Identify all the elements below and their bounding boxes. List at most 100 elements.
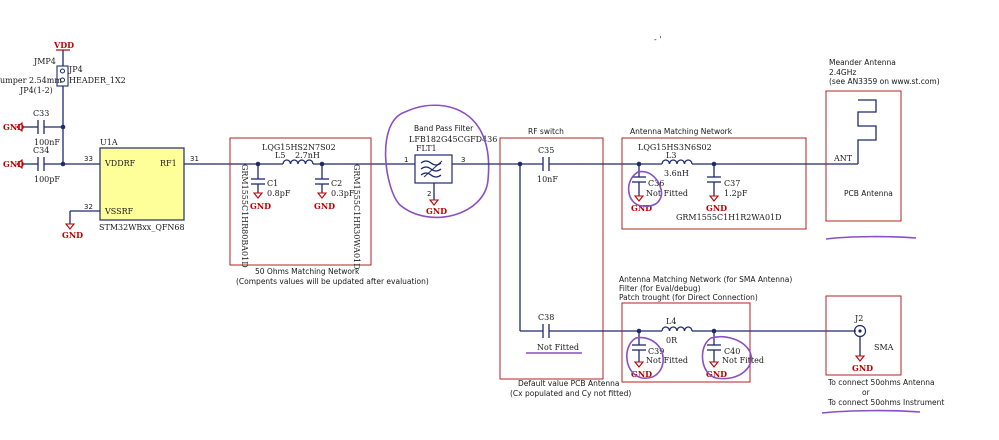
- c39-value: Not Fitted: [646, 356, 688, 365]
- sma-ref: J2: [854, 314, 863, 323]
- jumper-header: HEADER_1X2: [69, 76, 126, 85]
- match50-note: (Compents values will be updated after e…: [236, 277, 429, 286]
- inductor-l4: L4 0R: [661, 317, 693, 345]
- bpf-ref: FLT1: [416, 144, 437, 153]
- l3-value: 3.6nH: [664, 169, 689, 178]
- vdd-label: VDD: [53, 40, 74, 50]
- c36-ref: C36: [648, 179, 664, 188]
- c40-value: Not Fitted: [722, 356, 764, 365]
- gnd-symbol: GND: [706, 195, 727, 213]
- sma-note3: To connect 50ohms Instrument: [827, 398, 944, 407]
- antenna-title: Meander Antenna: [829, 58, 896, 67]
- pin-32: 32: [84, 203, 93, 211]
- pin-31: 31: [190, 155, 199, 163]
- c33-ref: C33: [33, 109, 49, 118]
- c38-ref: C38: [538, 313, 554, 322]
- ic-pin-vssrf: VSSRF: [104, 207, 134, 216]
- meander-antenna-icon: [857, 99, 877, 164]
- capacitor-c2: C2 0.3pF GRM1555C1HR30WA01D: [315, 164, 361, 270]
- sma-box: [825, 295, 902, 376]
- sma-note2: or: [862, 388, 871, 397]
- vdd-symbol: VDD: [53, 40, 74, 51]
- capacitor-c33: C33 100nF: [22, 109, 63, 147]
- c37-ref: C37: [724, 179, 740, 188]
- band-pass-filter: Band Pass Filter LFB182G45CGFD436 FLT1 1…: [404, 124, 497, 200]
- capacitor-c36: C36 Not Fitted: [632, 164, 688, 198]
- match50-title: 50 Ohms Matching Network: [255, 267, 360, 276]
- svg-text:GND: GND: [631, 203, 652, 213]
- c40-ref: C40: [724, 347, 740, 356]
- gnd-symbol: GND: [426, 199, 447, 216]
- antenna-note: (see AN3359 on www.st.com): [829, 77, 940, 86]
- bpf-pin3: 3: [461, 156, 465, 164]
- sma-match-title1: Antenna Matching Network (for SMA Antenn…: [619, 275, 792, 284]
- capacitor-c1: C1 0.8pF GRM1555C1HR80BA01D: [240, 164, 291, 268]
- c33-value: 100nF: [34, 138, 60, 147]
- l3-ref: L3: [666, 151, 676, 160]
- c1-ref: C1: [267, 179, 278, 188]
- l5-part: LQG15HS2N7S02: [262, 143, 336, 152]
- svg-text:GND: GND: [706, 369, 727, 379]
- ic-part: STM32WBxx_QFN68: [99, 223, 185, 232]
- ic-u1a: U1A VDDRF RF1 VSSRF STM32WBxx_QFN68 33 3…: [84, 138, 199, 232]
- bpf-title: Band Pass Filter: [414, 124, 474, 133]
- svg-text:GND: GND: [314, 201, 335, 211]
- gnd-symbol: GND: [852, 355, 873, 373]
- l5-ref: L5: [275, 151, 285, 160]
- l3-part: LQG15HS3N6S02: [638, 143, 712, 152]
- gnd-symbol: GND: [706, 361, 727, 379]
- svg-text:GND: GND: [706, 203, 727, 213]
- capacitor-c38: C38 Not Fitted: [537, 313, 579, 352]
- antenna-label: PCB Antenna: [844, 189, 893, 198]
- sma-match-box: [621, 302, 751, 383]
- svg-text:GND: GND: [852, 363, 873, 373]
- gnd-symbol: GND: [3, 158, 24, 170]
- c37-value: 1.2pF: [724, 189, 748, 198]
- svg-text:GND: GND: [631, 369, 652, 379]
- c34-ref: C34: [33, 146, 49, 155]
- inductor-l5: LQG15HS2N7S02 L5 2.7nH: [262, 143, 336, 166]
- c35-value: 10nF: [537, 175, 558, 184]
- gnd-symbol: GND: [62, 223, 83, 240]
- ant-match-box: [621, 137, 807, 230]
- rfswitch-note1: Default value PCB Antenna: [518, 379, 620, 388]
- handwritten-circle: [627, 170, 663, 207]
- capacitor-c37: C37 1.2pF: [707, 164, 748, 198]
- antenna-freq: 2.4GHz: [829, 68, 856, 77]
- capacitor-c40: C40 Not Fitted: [707, 331, 764, 365]
- jumper-size: umper 2.54mm: [0, 76, 62, 85]
- c2-ref: C2: [331, 179, 342, 188]
- antenna-net: ANT: [833, 154, 853, 163]
- rfswitch-note2: (Cx populated and Cy not fitted): [510, 389, 631, 398]
- sma-note1: To connect 50ohms Antenna: [827, 378, 935, 387]
- c39-ref: C39: [648, 347, 664, 356]
- bpf-part: LFB182G45CGFD436: [409, 135, 497, 144]
- rfswitch-box: [499, 137, 604, 380]
- stray-mark: - ': [654, 35, 661, 44]
- gnd-symbol: GND: [631, 195, 652, 213]
- ic-pin-vddrf: VDDRF: [104, 159, 136, 168]
- pin-33: 33: [84, 155, 93, 163]
- c34-value: 100pF: [34, 175, 60, 184]
- capacitor-c35: C35 10nF: [537, 146, 558, 184]
- handwritten-circle: [701, 336, 753, 380]
- c1-part: GRM1555C1HR80BA01D: [240, 164, 249, 268]
- gnd-symbol: GND: [631, 361, 652, 379]
- gnd-symbol: GND: [250, 192, 271, 211]
- bpf-pin1: 1: [404, 156, 408, 164]
- c2-part: GRM1555C1HR30WA01D: [352, 164, 361, 270]
- c36-value: Not Fitted: [646, 189, 688, 198]
- jp-ref: JP4: [68, 65, 83, 74]
- c1-value: 0.8pF: [267, 189, 291, 198]
- jumper-pos: JP4(1-2): [19, 86, 53, 95]
- inductor-l3: LQG15HS3N6S02 L3 3.6nH: [638, 143, 712, 178]
- gnd-symbol: GND: [314, 192, 335, 211]
- bpf-pin2: 2: [427, 190, 431, 198]
- c2-value: 0.3pF: [331, 189, 355, 198]
- svg-text:GND: GND: [3, 122, 24, 132]
- ant-match-title: Antenna Matching Network: [630, 127, 733, 136]
- c35-ref: C35: [538, 146, 554, 155]
- svg-text:GND: GND: [62, 230, 83, 240]
- l4-value: 0R: [666, 336, 678, 345]
